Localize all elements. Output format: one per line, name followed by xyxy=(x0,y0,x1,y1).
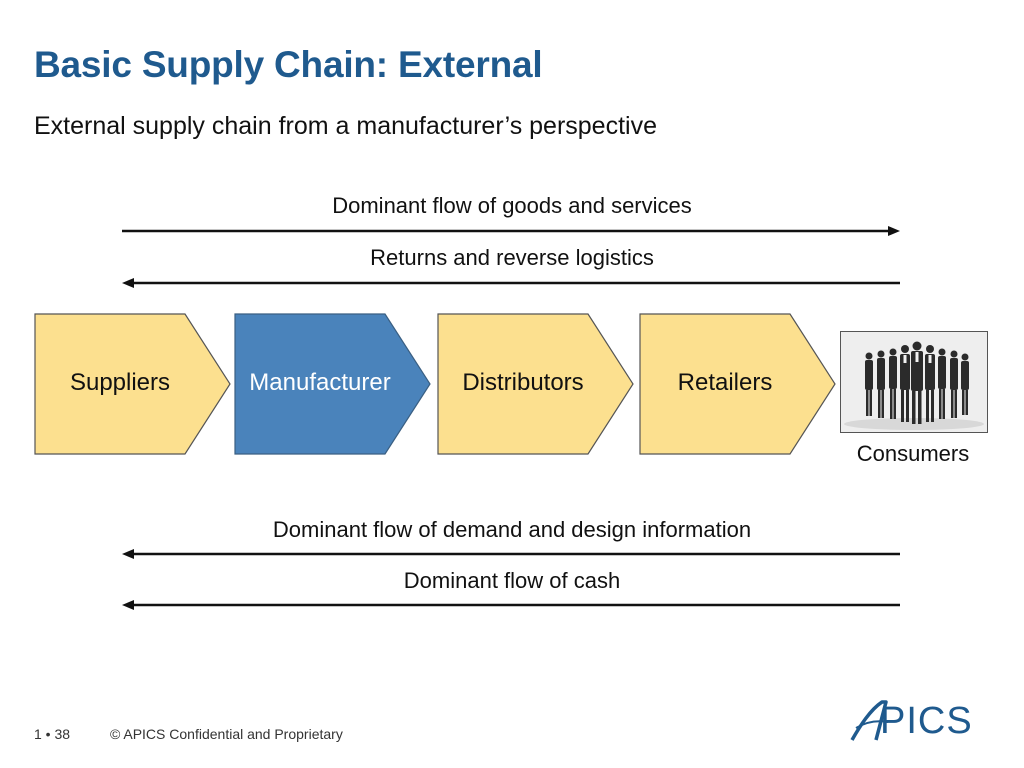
page-number: 1 • 38 xyxy=(34,726,71,742)
chevron-shape xyxy=(437,313,634,455)
logo-a-swoosh-icon xyxy=(850,700,889,741)
manufacturer-chevron: Manufacturer xyxy=(234,313,435,455)
suppliers-chevron: Suppliers xyxy=(34,313,235,455)
group-of-people-image xyxy=(841,332,987,432)
manufacturer-label: Manufacturer xyxy=(249,369,391,396)
cash-flow-label: Dominant flow of cash xyxy=(403,568,621,593)
demand-flow-label: Dominant flow of demand and design infor… xyxy=(272,517,752,542)
returns-flow-label: Returns and reverse logistics xyxy=(370,245,654,270)
consumers-label: Consumers xyxy=(856,441,970,466)
retailers-chevron: Retailers xyxy=(639,313,840,455)
slide-subtitle: External supply chain from a manufacture… xyxy=(34,112,657,140)
retailers-label: Retailers xyxy=(677,369,773,396)
distributors-chevron: Distributors xyxy=(437,313,638,455)
chevron-shape xyxy=(639,313,836,455)
apics-logo: PICS xyxy=(850,698,980,744)
demand-flow-left-arrow xyxy=(122,549,900,559)
logo-text: PICS xyxy=(880,700,973,742)
copyright-notice: © APICS Confidential and Proprietary xyxy=(109,726,343,742)
goods-flow-label: Dominant flow of goods and services xyxy=(332,193,692,218)
cash-flow-left-arrow xyxy=(122,600,900,610)
chevron-shape xyxy=(34,313,231,455)
chevron-shape xyxy=(234,313,431,455)
footer: 1 • 38 © APICS Confidential and Propriet… xyxy=(34,726,343,742)
suppliers-label: Suppliers xyxy=(69,369,171,396)
goods-flow-right-arrow xyxy=(122,226,900,236)
slide-title: Basic Supply Chain: External xyxy=(34,44,543,85)
distributors-label: Distributors xyxy=(462,369,584,396)
returns-flow-left-arrow xyxy=(122,278,900,288)
consumers-photo xyxy=(840,331,988,433)
